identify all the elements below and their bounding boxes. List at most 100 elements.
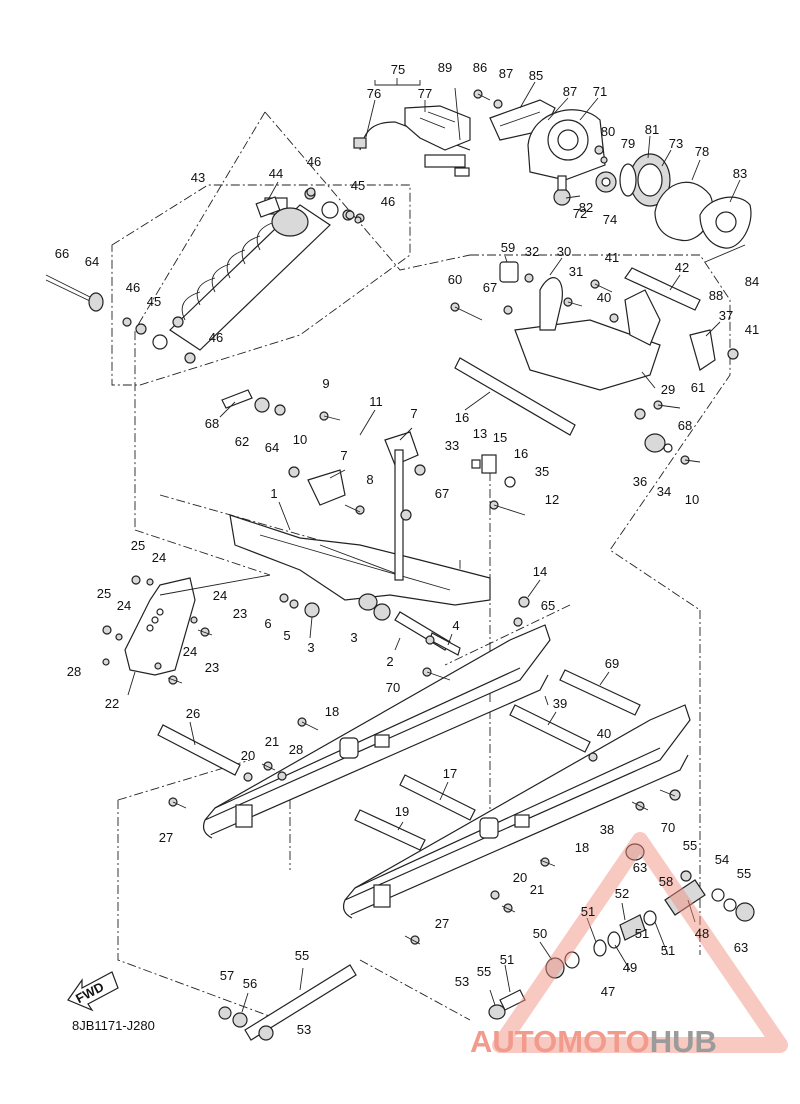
leader-lines	[127, 78, 741, 1013]
callout-label: 84	[745, 274, 759, 289]
callout-label: 44	[269, 166, 283, 181]
callout-label: 85	[529, 68, 543, 83]
callout-label: 51	[581, 904, 595, 919]
callout-label: 49	[623, 960, 637, 975]
callout-label: 36	[633, 474, 647, 489]
callout-label: 16	[514, 446, 528, 461]
callout-label: 54	[715, 852, 729, 867]
callout-label: 11	[369, 394, 383, 409]
callout-label: 46	[381, 194, 395, 209]
callout-label: 10	[685, 492, 699, 507]
callout-label: 34	[657, 484, 671, 499]
callout-label: 3	[350, 630, 357, 645]
callout-label: 82	[579, 200, 593, 215]
callout-label: 14	[533, 564, 547, 579]
callout-label: 22	[105, 696, 119, 711]
callout-label: 88	[709, 288, 723, 303]
watermark-text-hub: HUB	[650, 1024, 717, 1059]
callout-label: 55	[737, 866, 751, 881]
callout-label: 40	[597, 290, 611, 305]
callout-label: 71	[593, 84, 607, 99]
callout-label: 68	[678, 418, 692, 433]
callout-label: 24	[183, 644, 197, 659]
callout-label: 24	[213, 588, 227, 603]
callout-label: 87	[499, 66, 513, 81]
callout-label: 89	[438, 60, 452, 75]
callout-label: 78	[695, 144, 709, 159]
assembly-boundaries	[111, 111, 731, 1021]
callout-label: 68	[205, 416, 219, 431]
callout-label: 47	[601, 984, 615, 999]
callout-label: 72	[573, 206, 587, 221]
callout-label: 55	[295, 948, 309, 963]
callout-label: 9	[322, 376, 329, 391]
callout-label: 39	[553, 696, 567, 711]
shock-absorber	[45, 188, 365, 364]
watermark-triangle-icon	[492, 832, 788, 1053]
callout-label: 18	[575, 840, 589, 855]
callout-label: 46	[307, 154, 321, 169]
callout-label: 12	[545, 492, 559, 507]
callout-label: 24	[117, 598, 131, 613]
callout-label: 30	[557, 244, 571, 259]
callout-label: 65	[541, 598, 555, 613]
callout-label: 53	[455, 974, 469, 989]
callout-label: 55	[477, 964, 491, 979]
callout-label: 79	[621, 136, 635, 151]
callout-label: 15	[493, 430, 507, 445]
callout-label: 41	[745, 322, 759, 337]
callout-label: 41	[605, 250, 619, 265]
callout-label: 8	[366, 472, 373, 487]
callout-label: 58	[659, 874, 673, 889]
callout-label: 4	[452, 618, 459, 633]
hardware-bolts	[102, 89, 739, 945]
rear-arm-upper	[454, 261, 716, 488]
callout-label: 74	[603, 212, 617, 227]
callout-label: 20	[241, 748, 255, 763]
callout-label: 7	[340, 448, 347, 463]
callout-label: 62	[235, 434, 249, 449]
callout-label: 70	[386, 680, 400, 695]
callout-label: 37	[719, 308, 733, 323]
callout-label: 60	[448, 272, 462, 287]
callout-label: 40	[597, 726, 611, 741]
callout-label: 21	[265, 734, 279, 749]
callout-label: 69	[605, 656, 619, 671]
watermark-text-main: AUTOMOTO	[470, 1024, 650, 1059]
slide-rails	[202, 624, 691, 919]
callout-label: 28	[289, 742, 303, 757]
idler-assembly	[218, 843, 755, 1041]
callout-label: 53	[297, 1022, 311, 1037]
callout-label: 56	[243, 976, 257, 991]
callout-label: 57	[220, 968, 234, 983]
callout-label: 33	[445, 438, 459, 453]
callout-label: 29	[661, 382, 675, 397]
callout-label: 59	[501, 240, 515, 255]
callout-label: 10	[293, 432, 307, 447]
callout-label: 87	[563, 84, 577, 99]
callout-label: 46	[209, 330, 223, 345]
side-plate	[124, 577, 196, 676]
cross-shafts	[157, 389, 641, 1041]
callout-label: 25	[97, 586, 111, 601]
callout-label: 21	[530, 882, 544, 897]
callout-label: 19	[395, 804, 409, 819]
callout-label: 61	[691, 380, 705, 395]
callout-label: 35	[535, 464, 549, 479]
callout-label: 23	[205, 660, 219, 675]
svg-text:AUTOMOTOHUB: AUTOMOTOHUB	[470, 1024, 717, 1059]
callout-label: 86	[473, 60, 487, 75]
callout-label: 46	[126, 280, 140, 295]
callout-label: 48	[695, 926, 709, 941]
callout-label: 51	[635, 926, 649, 941]
callout-label: 76	[367, 86, 381, 101]
callout-label: 64	[85, 254, 99, 269]
callout-label: 38	[600, 822, 614, 837]
callout-label: 67	[483, 280, 497, 295]
callout-label: 83	[733, 166, 747, 181]
callout-label: 80	[601, 124, 615, 139]
callout-label: 43	[191, 170, 205, 185]
callout-label: 55	[683, 838, 697, 853]
